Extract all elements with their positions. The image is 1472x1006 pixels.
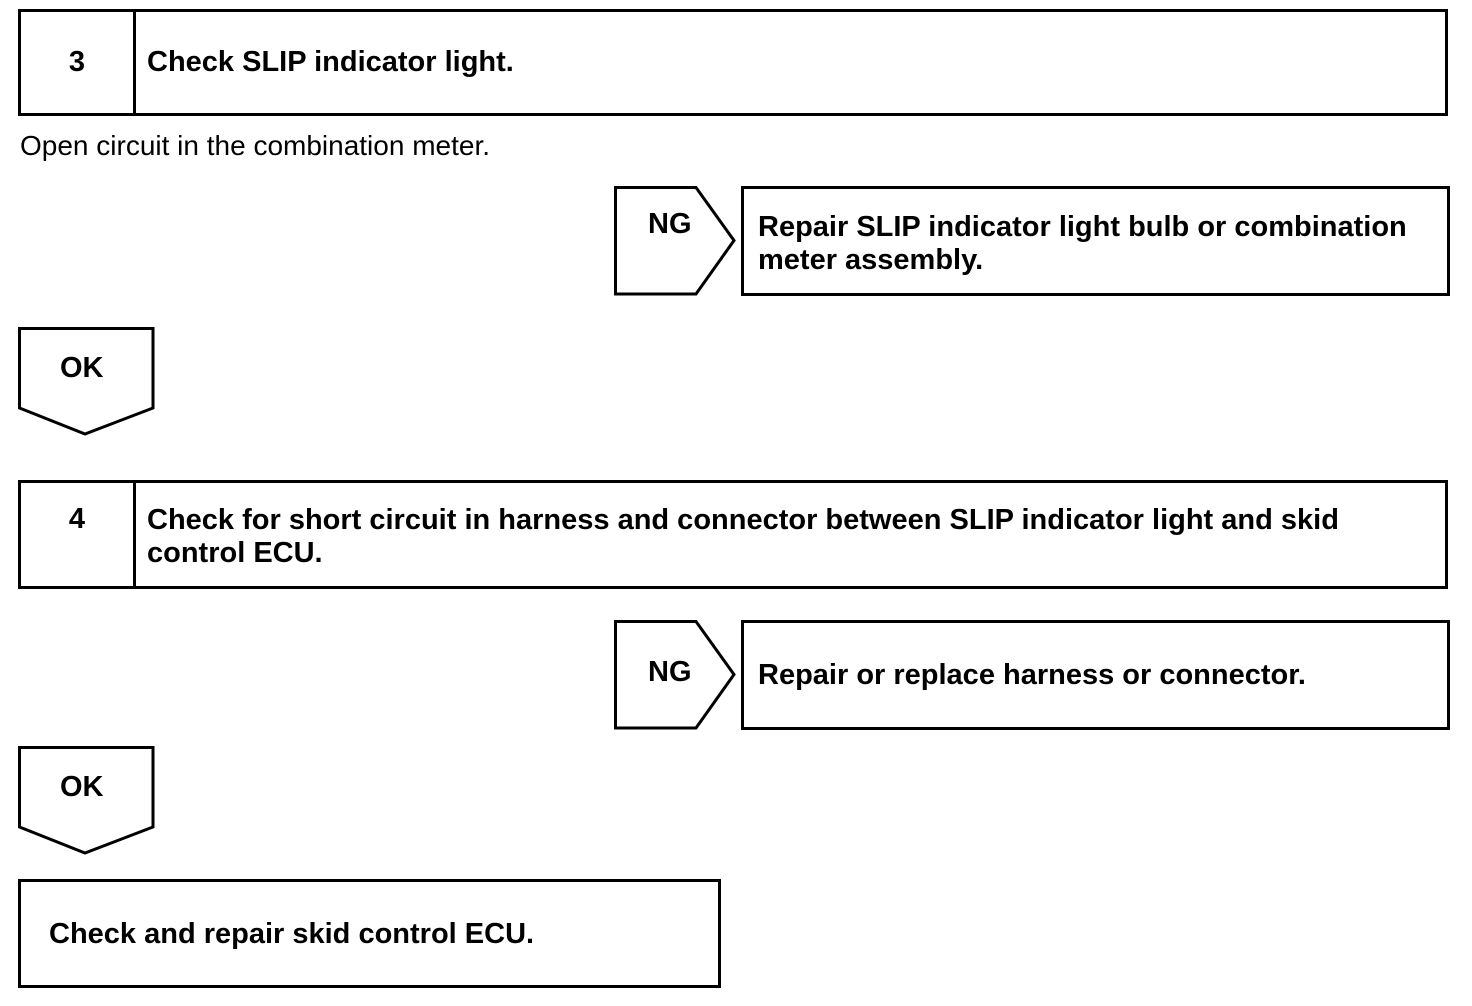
final-action-box: Check and repair skid control ECU.	[18, 879, 721, 988]
ok-arrow-1: OK	[18, 327, 155, 437]
step-4-box: 4 Check for short circuit in harness and…	[18, 480, 1448, 589]
ng-arrow-1: NG	[614, 186, 738, 296]
ng-label-2: NG	[648, 656, 692, 688]
step-3-title: Check SLIP indicator light.	[147, 46, 514, 78]
ok-label-1: OK	[60, 352, 104, 384]
step-3-box: 3 Check SLIP indicator light.	[18, 9, 1448, 116]
ok-arrow-2: OK	[18, 746, 155, 856]
final-action-text: Check and repair skid control ECU.	[49, 918, 535, 950]
ng-arrow-2: NG	[614, 620, 738, 730]
ng-label-1: NG	[648, 208, 692, 240]
step-4-number: 4	[21, 483, 136, 586]
ng-result-box-2: Repair or replace harness or connector.	[741, 620, 1450, 730]
ng-result-text-2: Repair or replace harness or connector.	[758, 659, 1306, 691]
ok-label-2: OK	[60, 771, 104, 803]
step-4-title: Check for short circuit in harness and c…	[147, 504, 1339, 569]
ng-result-box-1: Repair SLIP indicator light bulb or comb…	[741, 186, 1450, 296]
step-3-number: 3	[21, 12, 136, 113]
step-3-note: Open circuit in the combination meter.	[20, 130, 491, 161]
ng-result-text-1: Repair SLIP indicator light bulb or comb…	[758, 211, 1407, 276]
